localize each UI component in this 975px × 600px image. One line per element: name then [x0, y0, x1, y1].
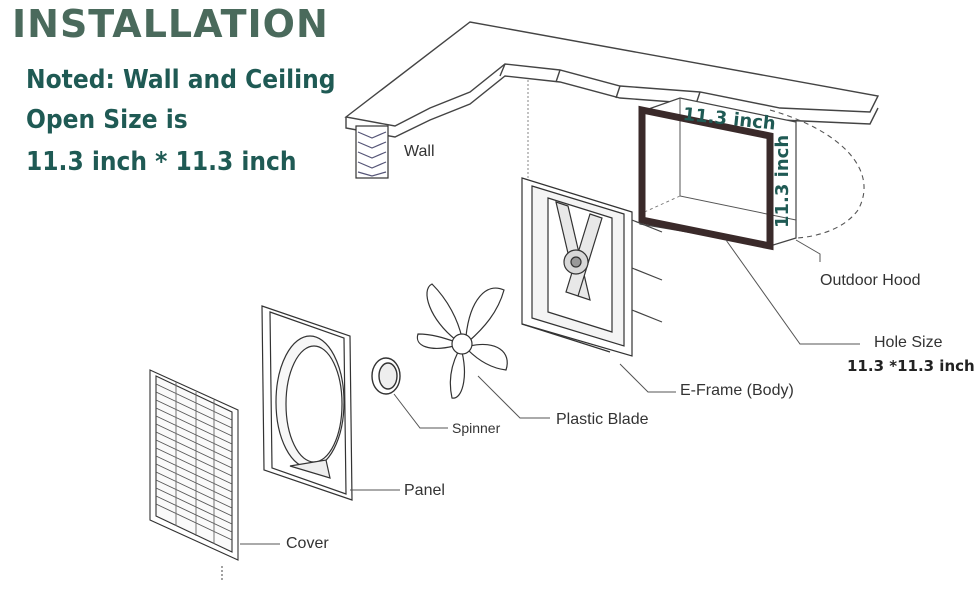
note-line-2: Open Size is	[26, 105, 188, 135]
panel	[261, 305, 353, 501]
e-frame-body	[521, 177, 663, 357]
spinner	[371, 357, 401, 395]
plastic-blade	[416, 283, 508, 399]
page-title: INSTALLATION	[12, 2, 329, 46]
hood-height-dimension: 11.3 inch	[772, 134, 793, 228]
note-line-1: Noted: Wall and Ceiling	[26, 65, 336, 95]
note-line-3: 11.3 inch * 11.3 inch	[26, 147, 297, 177]
label-cover: Cover	[286, 535, 329, 552]
label-wall: Wall	[404, 143, 435, 160]
label-hole-size: Hole Size	[874, 334, 943, 351]
hole-frame	[638, 105, 774, 251]
outdoor-hood	[638, 97, 797, 251]
hole-size-value: 11.3 *11.3 inch	[847, 357, 975, 375]
cover-grille	[149, 369, 239, 580]
label-e-frame: E-Frame (Body)	[680, 382, 794, 399]
wall-section	[355, 125, 389, 179]
label-panel: Panel	[404, 482, 445, 499]
label-plastic-blade: Plastic Blade	[556, 411, 649, 428]
leader-lines	[240, 239, 860, 545]
label-outdoor-hood: Outdoor Hood	[820, 272, 921, 289]
label-spinner: Spinner	[452, 420, 501, 436]
ceiling-dashed-outline	[769, 109, 865, 239]
